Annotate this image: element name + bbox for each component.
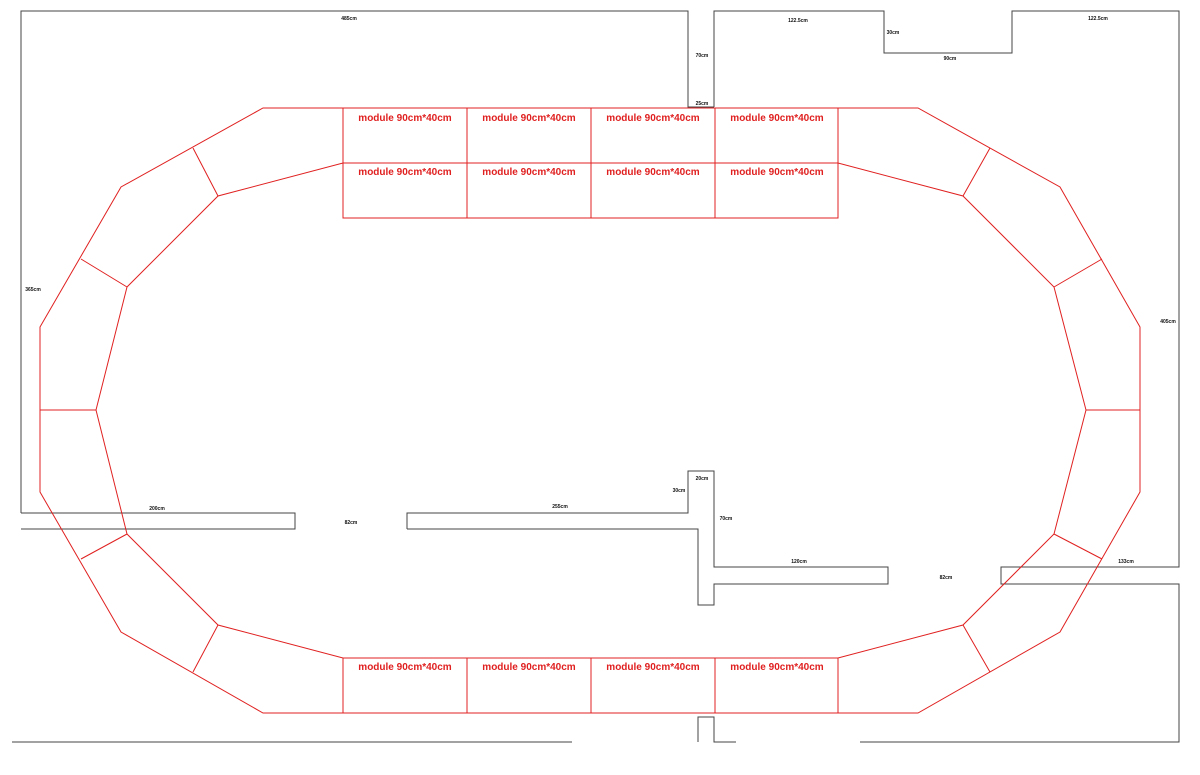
bottom-left-wall	[21, 512, 296, 530]
curve-dividers	[40, 147, 1140, 673]
module-label: module 90cm*40cm	[730, 662, 823, 673]
dim-notch-depth: 30cm	[887, 30, 900, 36]
right-room-wall	[713, 10, 1180, 743]
module-label: module 90cm*40cm	[730, 167, 823, 178]
dim-door-right: 82cm	[940, 575, 953, 581]
dim-room-a-depth: 70cm	[696, 53, 709, 59]
module-label: module 90cm*40cm	[482, 167, 575, 178]
module-label: module 90cm*40cm	[358, 113, 451, 124]
bottom-mid-wall	[406, 470, 889, 606]
left-room-wall	[20, 10, 714, 513]
dim-door-left: 82cm	[345, 520, 358, 526]
dim-pillar-b: 30cm	[673, 488, 686, 494]
module-label: module 90cm*40cm	[482, 662, 575, 673]
track-outer-edge	[39, 107, 1141, 714]
dimension-labels: 485cm 70cm 25cm 122.5cm 30cm 90cm 122.5c…	[25, 16, 1176, 581]
track-inner-edge	[95, 162, 1087, 659]
dim-pillar-a: 20cm	[696, 476, 709, 482]
walls	[12, 10, 1180, 743]
dim-bottom-right-b: 133cm	[1118, 559, 1134, 565]
module-label: module 90cm*40cm	[358, 167, 451, 178]
dim-top-right-a: 122.5cm	[788, 18, 808, 24]
module-labels: module 90cm*40cm module 90cm*40cm module…	[358, 113, 823, 673]
module-label: module 90cm*40cm	[606, 167, 699, 178]
module-grid-top	[342, 108, 839, 219]
dim-bottom-right-a: 120cm	[791, 559, 807, 565]
dim-bottom-left: 200cm	[149, 506, 165, 512]
dim-pillar-c: 70cm	[720, 516, 733, 522]
dim-left-wall: 365cm	[25, 287, 41, 293]
track	[39, 107, 1141, 714]
module-label: module 90cm*40cm	[358, 662, 451, 673]
dim-top-wall: 485cm	[341, 16, 357, 22]
dim-right-wall: 405cm	[1160, 319, 1176, 325]
module-label: module 90cm*40cm	[606, 113, 699, 124]
module-grid-bottom	[342, 658, 839, 713]
dim-top-gap: 25cm	[696, 101, 709, 107]
module-label: module 90cm*40cm	[730, 113, 823, 124]
bottom-door-frame	[697, 716, 736, 743]
dim-top-right-b: 122.5cm	[1088, 16, 1108, 22]
dim-notch-width: 90cm	[944, 56, 957, 62]
module-label: module 90cm*40cm	[482, 113, 575, 124]
dim-bottom-mid: 255cm	[552, 504, 568, 510]
module-label: module 90cm*40cm	[606, 662, 699, 673]
